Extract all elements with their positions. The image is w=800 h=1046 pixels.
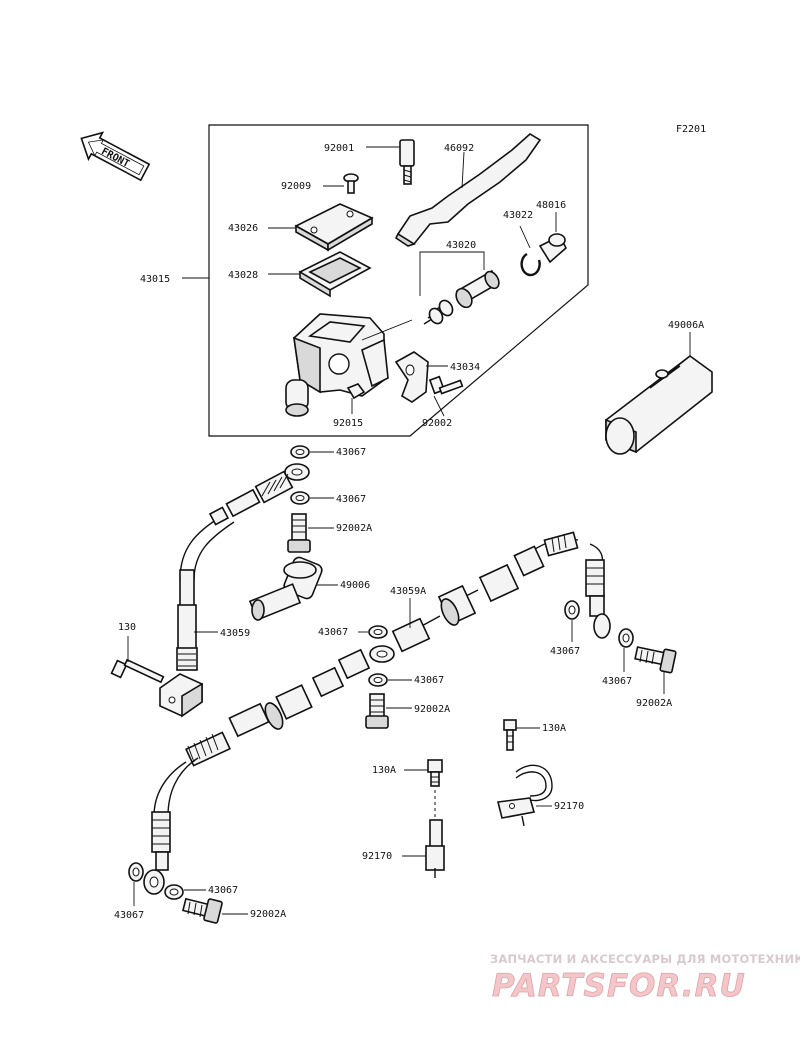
label-43067-4: 43067 bbox=[414, 675, 444, 686]
label-49006: 49006 bbox=[340, 580, 370, 591]
label-92002A-1: 92002A bbox=[336, 523, 372, 534]
label-43022: 43022 bbox=[503, 210, 533, 221]
label-92015: 92015 bbox=[333, 418, 363, 429]
piston-kit-43020 bbox=[423, 269, 500, 325]
label-92170-1: 92170 bbox=[554, 801, 584, 812]
washer-43067-middle bbox=[368, 625, 388, 639]
label-43059: 43059 bbox=[220, 628, 250, 639]
hose-43059-upper bbox=[176, 463, 310, 671]
label-92002A-4: 92002A bbox=[250, 909, 286, 920]
watermark-tagline: ЗАПЧАСТИ И АКСЕССУАРЫ ДЛЯ МОТОТЕХНИКИ bbox=[490, 952, 800, 966]
label-43020: 43020 bbox=[446, 240, 476, 251]
master-cylinder-body bbox=[285, 313, 389, 417]
junction-block bbox=[159, 673, 203, 718]
brake-lever-46092 bbox=[394, 133, 542, 247]
label-92170-2: 92170 bbox=[362, 851, 392, 862]
label-43028: 43028 bbox=[228, 270, 258, 281]
banjo-bolt-92002A-bottom bbox=[181, 897, 223, 924]
circlip-43022 bbox=[520, 252, 541, 277]
washer-43067-bottom-left bbox=[128, 862, 144, 882]
label-43067-7: 43067 bbox=[114, 910, 144, 921]
washer-43067-lower-middle bbox=[368, 673, 388, 687]
label-43026: 43026 bbox=[228, 223, 258, 234]
label-43067-5: 43067 bbox=[550, 646, 580, 657]
label-46092: 46092 bbox=[444, 143, 474, 154]
label-43067-1: 43067 bbox=[336, 447, 366, 458]
figure-code: F2201 bbox=[676, 124, 706, 135]
bolt-130 bbox=[110, 658, 165, 684]
washer-43067-top bbox=[290, 445, 310, 459]
label-43059A: 43059A bbox=[390, 586, 426, 597]
boot-49006 bbox=[248, 556, 323, 621]
label-92009: 92009 bbox=[281, 181, 311, 192]
banjo-bolt-92002A-middle bbox=[365, 693, 389, 729]
hose-43059A-lower bbox=[143, 531, 611, 895]
clamp-92170-right bbox=[497, 764, 553, 827]
banjo-bolt-92002A-upper bbox=[287, 513, 311, 553]
label-92002: 92002 bbox=[422, 418, 452, 429]
cover-49006A bbox=[605, 355, 713, 455]
label-92002A-2: 92002A bbox=[414, 704, 450, 715]
banjo-bolt-92002A-right bbox=[634, 646, 677, 674]
bolt-130A-right bbox=[503, 719, 517, 751]
screw-92009 bbox=[343, 173, 359, 194]
label-43067-2: 43067 bbox=[336, 494, 366, 505]
bolt-130A-centre bbox=[427, 759, 443, 787]
assembly-outline bbox=[208, 124, 589, 437]
pivot-bolt-92001 bbox=[399, 139, 415, 185]
dust-boot-48016 bbox=[538, 233, 567, 264]
label-43067-6: 43067 bbox=[602, 676, 632, 687]
label-43067-8: 43067 bbox=[208, 885, 238, 896]
label-130A-2: 130A bbox=[372, 765, 396, 776]
label-43015: 43015 bbox=[140, 274, 170, 285]
reservoir-cap-43026 bbox=[294, 203, 374, 252]
watermark-brand: PARTSFOR.RU bbox=[492, 968, 746, 1004]
label-49006A: 49006A bbox=[668, 320, 704, 331]
washer-43067-right-a bbox=[564, 600, 580, 620]
washer-43067-bottom-right bbox=[164, 884, 184, 900]
clamp-43034 bbox=[394, 351, 429, 403]
label-92002A-3: 92002A bbox=[636, 698, 672, 709]
label-92001: 92001 bbox=[324, 143, 354, 154]
nut-92015 bbox=[346, 383, 366, 400]
label-130: 130 bbox=[118, 622, 136, 633]
washer-43067-right-b bbox=[618, 628, 634, 648]
clamp-92170-centre bbox=[425, 819, 445, 878]
bolt-92002 bbox=[428, 375, 464, 395]
label-48016: 48016 bbox=[536, 200, 566, 211]
front-arrow-icon: FRONT bbox=[80, 131, 151, 182]
label-43067-3: 43067 bbox=[318, 627, 348, 638]
label-43034: 43034 bbox=[450, 362, 480, 373]
label-130A-1: 130A bbox=[542, 723, 566, 734]
diaphragm-43028 bbox=[298, 251, 372, 298]
washer-43067-second bbox=[290, 491, 310, 505]
